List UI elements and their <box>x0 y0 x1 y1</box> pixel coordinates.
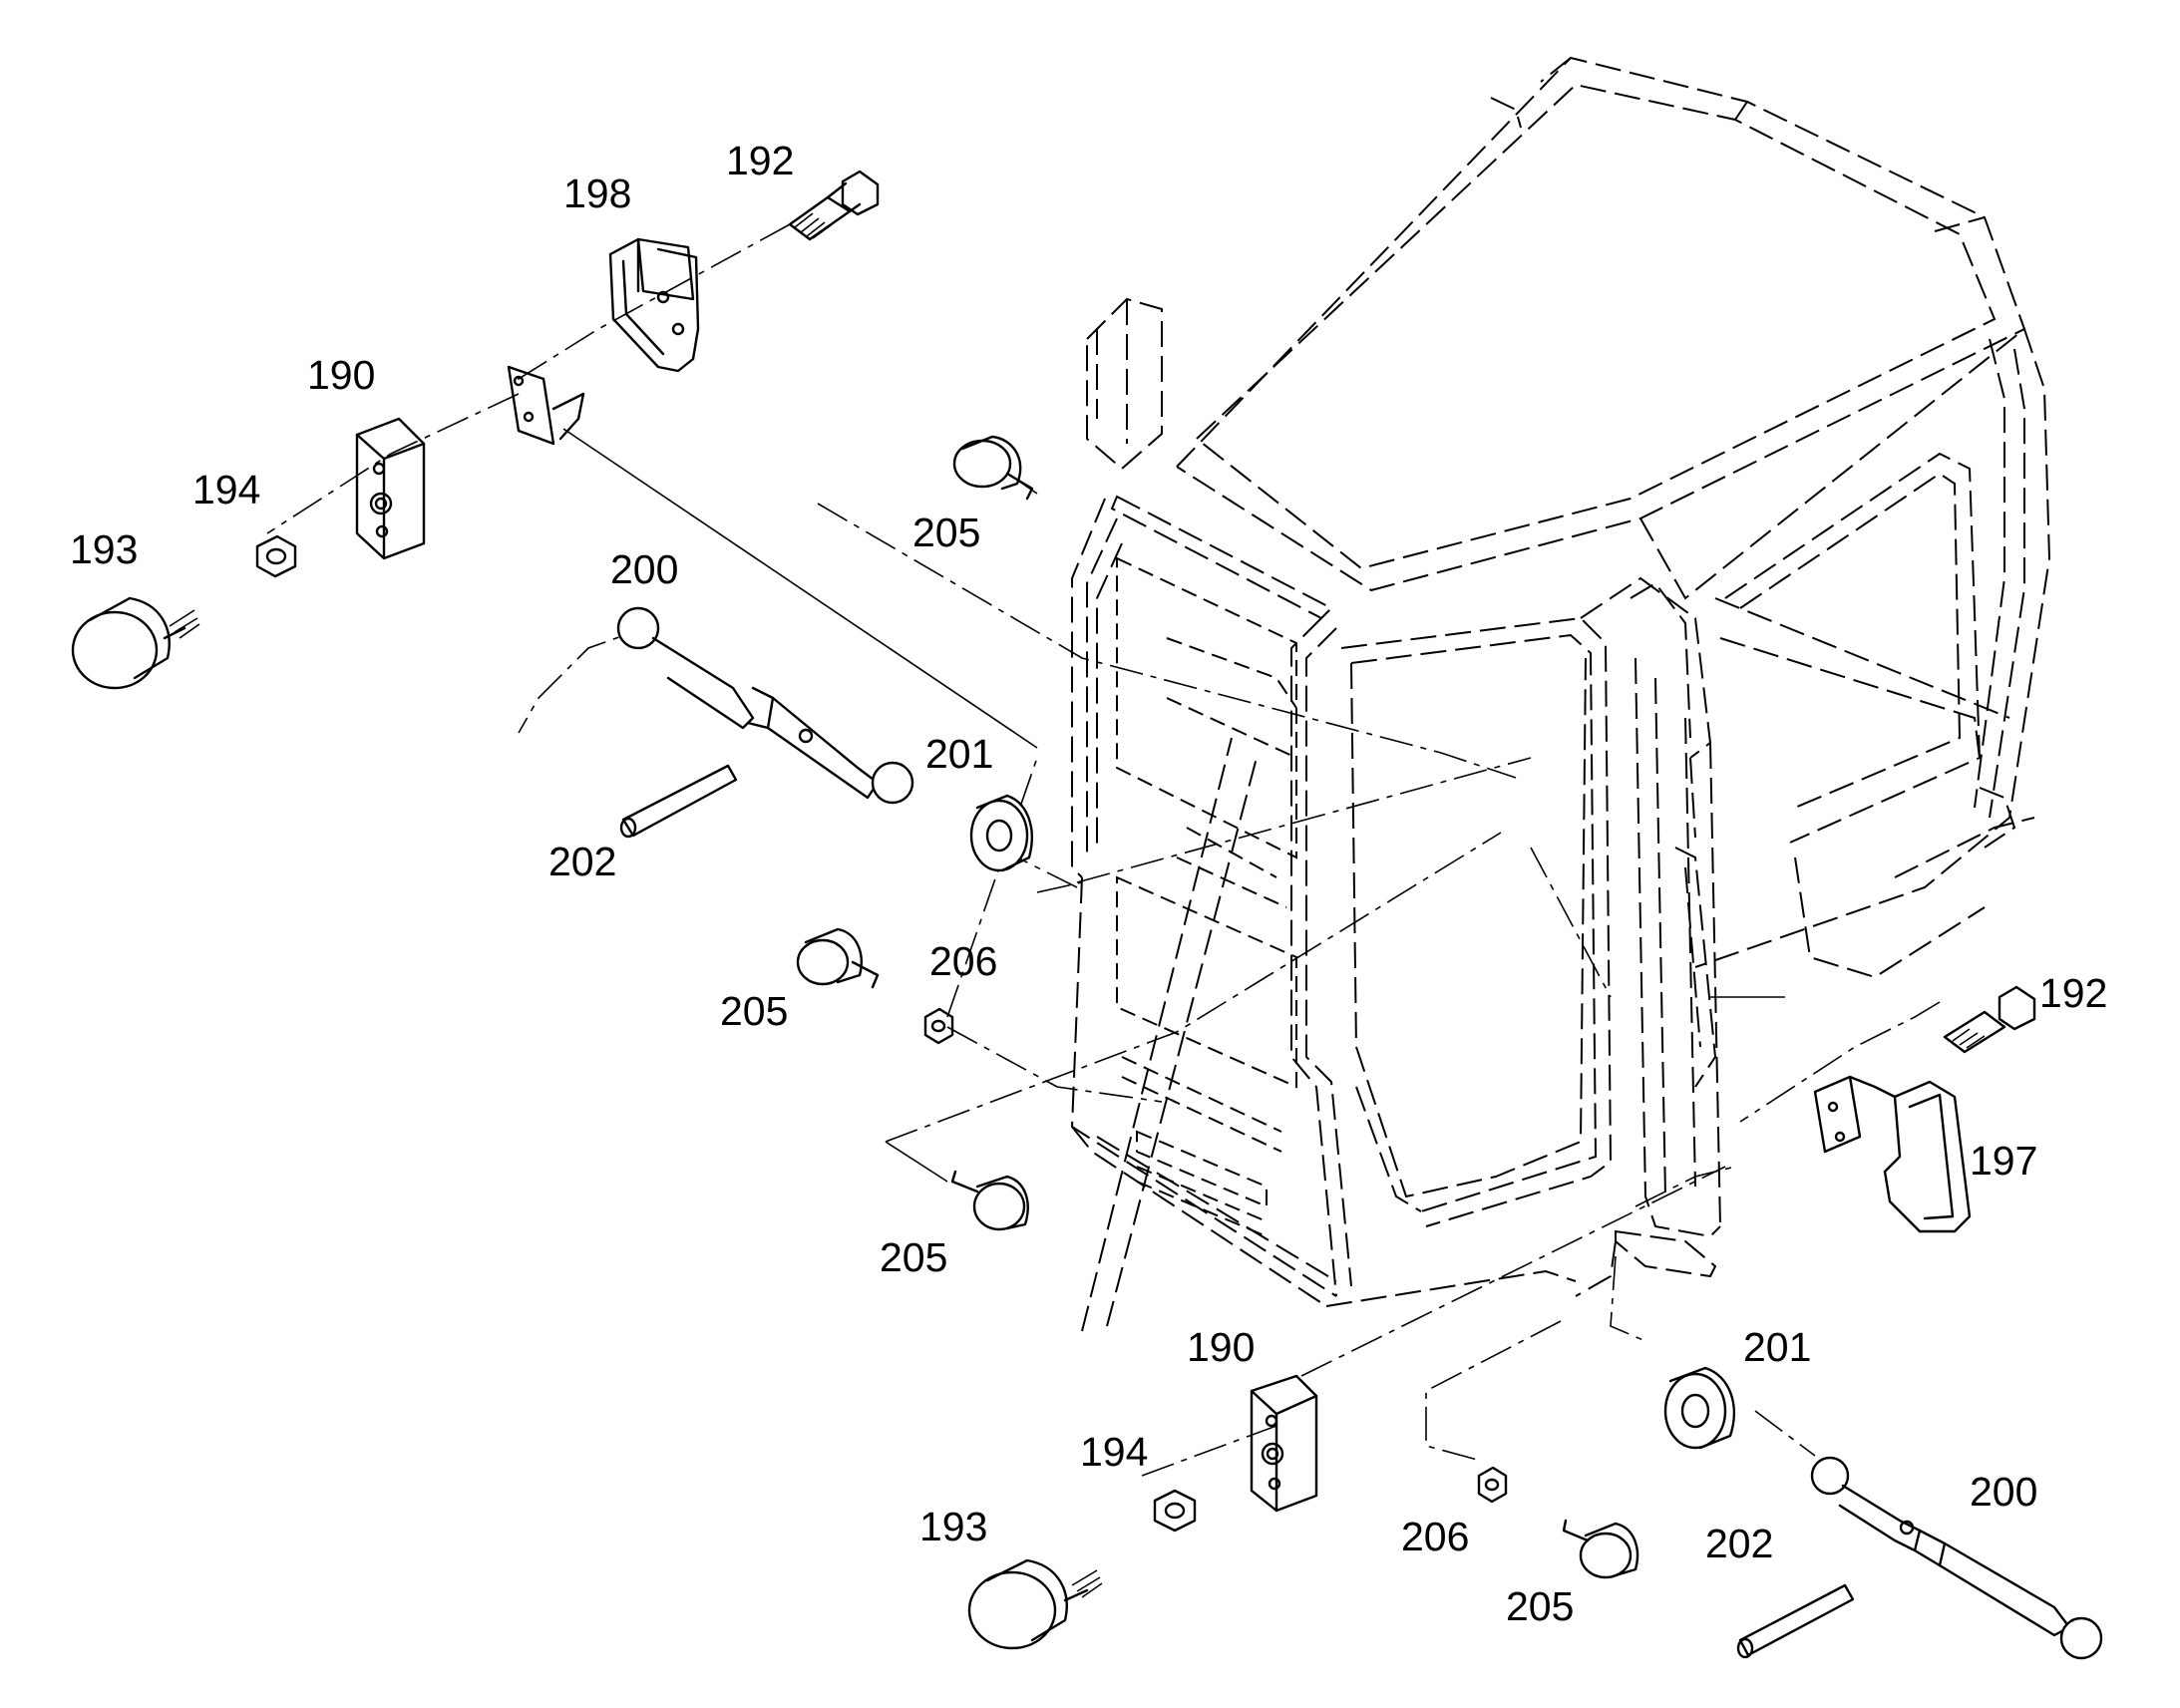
rubber-bumper-193-top <box>71 596 200 690</box>
mount-block-190-bottom <box>1250 1374 1318 1513</box>
part-labels: 192 198 190 194 193 200 205 201 202 206 … <box>70 138 2107 1629</box>
cab-frame <box>1070 56 2051 1332</box>
label-205-mid: 205 <box>720 988 788 1034</box>
label-205-bottom: 205 <box>1506 1583 1574 1629</box>
label-194-top: 194 <box>192 467 260 512</box>
label-202-top: 202 <box>548 839 616 884</box>
label-202-bottom: 202 <box>1705 1521 1773 1566</box>
label-205-lower: 205 <box>880 1234 947 1280</box>
bushing-201-bottom <box>1663 1366 1735 1450</box>
bolt-192-right <box>1943 985 2036 1054</box>
label-200-top: 200 <box>610 546 678 592</box>
rubber-bumper-205-upper <box>952 435 1038 501</box>
gas-strut-200-bottom <box>1810 1456 2103 1660</box>
label-193-bottom: 193 <box>919 1504 987 1549</box>
pin-202-top <box>619 764 738 839</box>
label-200-bottom: 200 <box>1970 1469 2037 1515</box>
pin-202-bottom <box>1736 1583 1855 1659</box>
hex-nut-194-bottom <box>1153 1489 1197 1533</box>
label-194-bottom: 194 <box>1080 1429 1148 1475</box>
label-201-bottom: 201 <box>1743 1324 1811 1370</box>
bolt-192-top <box>788 170 880 241</box>
label-206-mid: 206 <box>929 938 997 984</box>
rubber-bumper-205-lower <box>950 1170 1029 1231</box>
label-201-top: 201 <box>925 731 993 777</box>
label-190-top: 190 <box>307 352 375 398</box>
mount-block-190-top <box>355 417 426 560</box>
label-192-top: 192 <box>726 138 794 183</box>
hex-nut-206-bottom <box>1477 1466 1508 1504</box>
grab-handle-198 <box>608 237 700 373</box>
gas-strut-200-top <box>616 606 914 805</box>
label-197: 197 <box>1970 1138 2037 1184</box>
hex-nut-194-top <box>255 534 297 578</box>
leader-lines <box>266 223 1941 1477</box>
label-198: 198 <box>563 171 631 216</box>
label-206-bottom: 206 <box>1401 1514 1469 1559</box>
label-193-top: 193 <box>70 526 138 572</box>
label-190-bottom: 190 <box>1187 1324 1255 1370</box>
rubber-bumper-205-bottom <box>1562 1519 1639 1579</box>
label-205-upper: 205 <box>912 510 980 555</box>
label-192-right: 192 <box>2039 970 2107 1016</box>
bushing-201-top <box>969 794 1033 872</box>
bracket-plate <box>507 365 585 446</box>
rubber-bumper-193-bottom <box>967 1558 1103 1650</box>
rubber-bumper-205-mid <box>796 927 880 989</box>
hex-nut-206-mid <box>923 1007 954 1045</box>
grab-handle-197 <box>1813 1075 1972 1233</box>
